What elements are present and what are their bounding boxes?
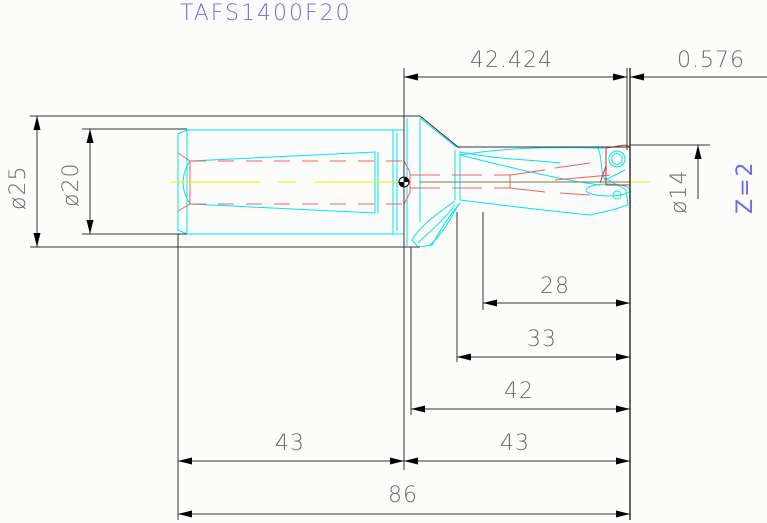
dimension-0-576: 0.576 bbox=[630, 48, 767, 81]
svg-text:ø14: ø14 bbox=[667, 170, 692, 214]
svg-text:86: 86 bbox=[388, 483, 418, 508]
dimension-dia-14: ø14 bbox=[667, 145, 702, 214]
dimension-42: 42 bbox=[411, 379, 630, 413]
dimension-86-overall: 86 bbox=[178, 483, 630, 518]
svg-text:42.424: 42.424 bbox=[470, 48, 553, 73]
flute-count-label: Z=2 bbox=[733, 160, 758, 214]
dimension-dia-25: ø25 bbox=[6, 116, 41, 247]
dimension-43-shank: 43 bbox=[178, 431, 404, 465]
svg-text:43: 43 bbox=[275, 431, 305, 456]
dimension-33: 33 bbox=[457, 327, 630, 361]
svg-text:0.576: 0.576 bbox=[677, 48, 745, 73]
svg-text:ø25: ø25 bbox=[6, 166, 31, 210]
svg-text:ø20: ø20 bbox=[59, 163, 84, 207]
extension-lines bbox=[30, 68, 710, 520]
dimension-dia-20: ø20 bbox=[59, 129, 94, 234]
drawing-title: TAFS1400F20 bbox=[180, 1, 352, 26]
svg-text:28: 28 bbox=[540, 274, 570, 299]
dimension-28: 28 bbox=[483, 274, 630, 307]
svg-text:33: 33 bbox=[527, 327, 557, 352]
svg-text:43: 43 bbox=[500, 431, 530, 456]
dimension-42-424: 42.424 bbox=[404, 48, 627, 81]
hidden-coolant-lines bbox=[177, 152, 611, 212]
dimension-43-body: 43 bbox=[404, 431, 630, 465]
svg-text:42: 42 bbox=[504, 379, 534, 404]
